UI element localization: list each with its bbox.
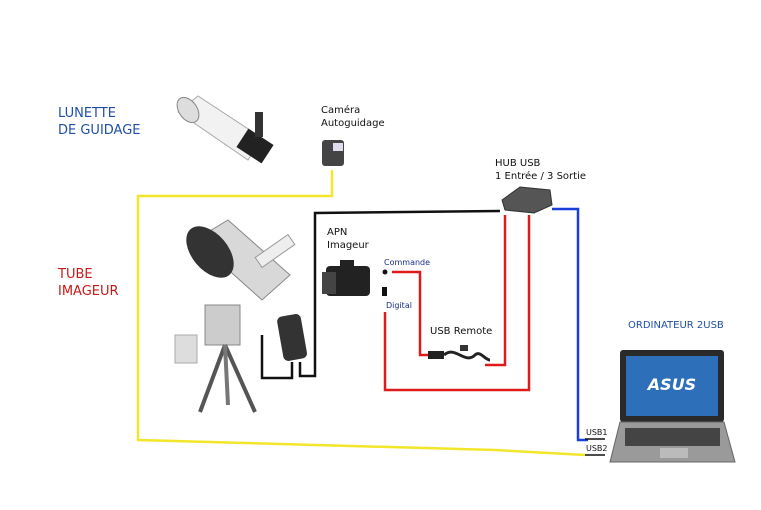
commande-port — [382, 269, 388, 275]
laptop-image: ASUS — [609, 350, 736, 463]
usb-remote-label: USB Remote — [430, 326, 493, 337]
black-cable-handcontroller — [260, 335, 294, 380]
usb2-label: USB2 — [586, 444, 608, 453]
yellow-cable-autoguider — [136, 170, 586, 457]
red-cable-digital — [383, 215, 531, 392]
red-cable-commande — [392, 270, 430, 357]
laptop-brand: ASUS — [646, 375, 696, 394]
usb-hub-image — [501, 186, 553, 214]
blue-cable-pc — [552, 207, 588, 442]
black-cable-mount — [298, 209, 501, 378]
ordinateur-label: ORDINATEUR 2USB — [628, 320, 724, 331]
digital-label: Digital — [386, 301, 412, 310]
dslr-camera-image — [322, 260, 370, 296]
usb-remote-image — [428, 345, 491, 362]
digital-port — [382, 287, 387, 296]
red-cable-remote — [485, 215, 507, 367]
usb1-label: USB1 — [586, 428, 608, 437]
hand-controller-image — [277, 314, 308, 361]
main-telescope-image — [174, 219, 296, 413]
guide-scope-image — [176, 95, 274, 164]
commande-label: Commande — [384, 258, 431, 267]
